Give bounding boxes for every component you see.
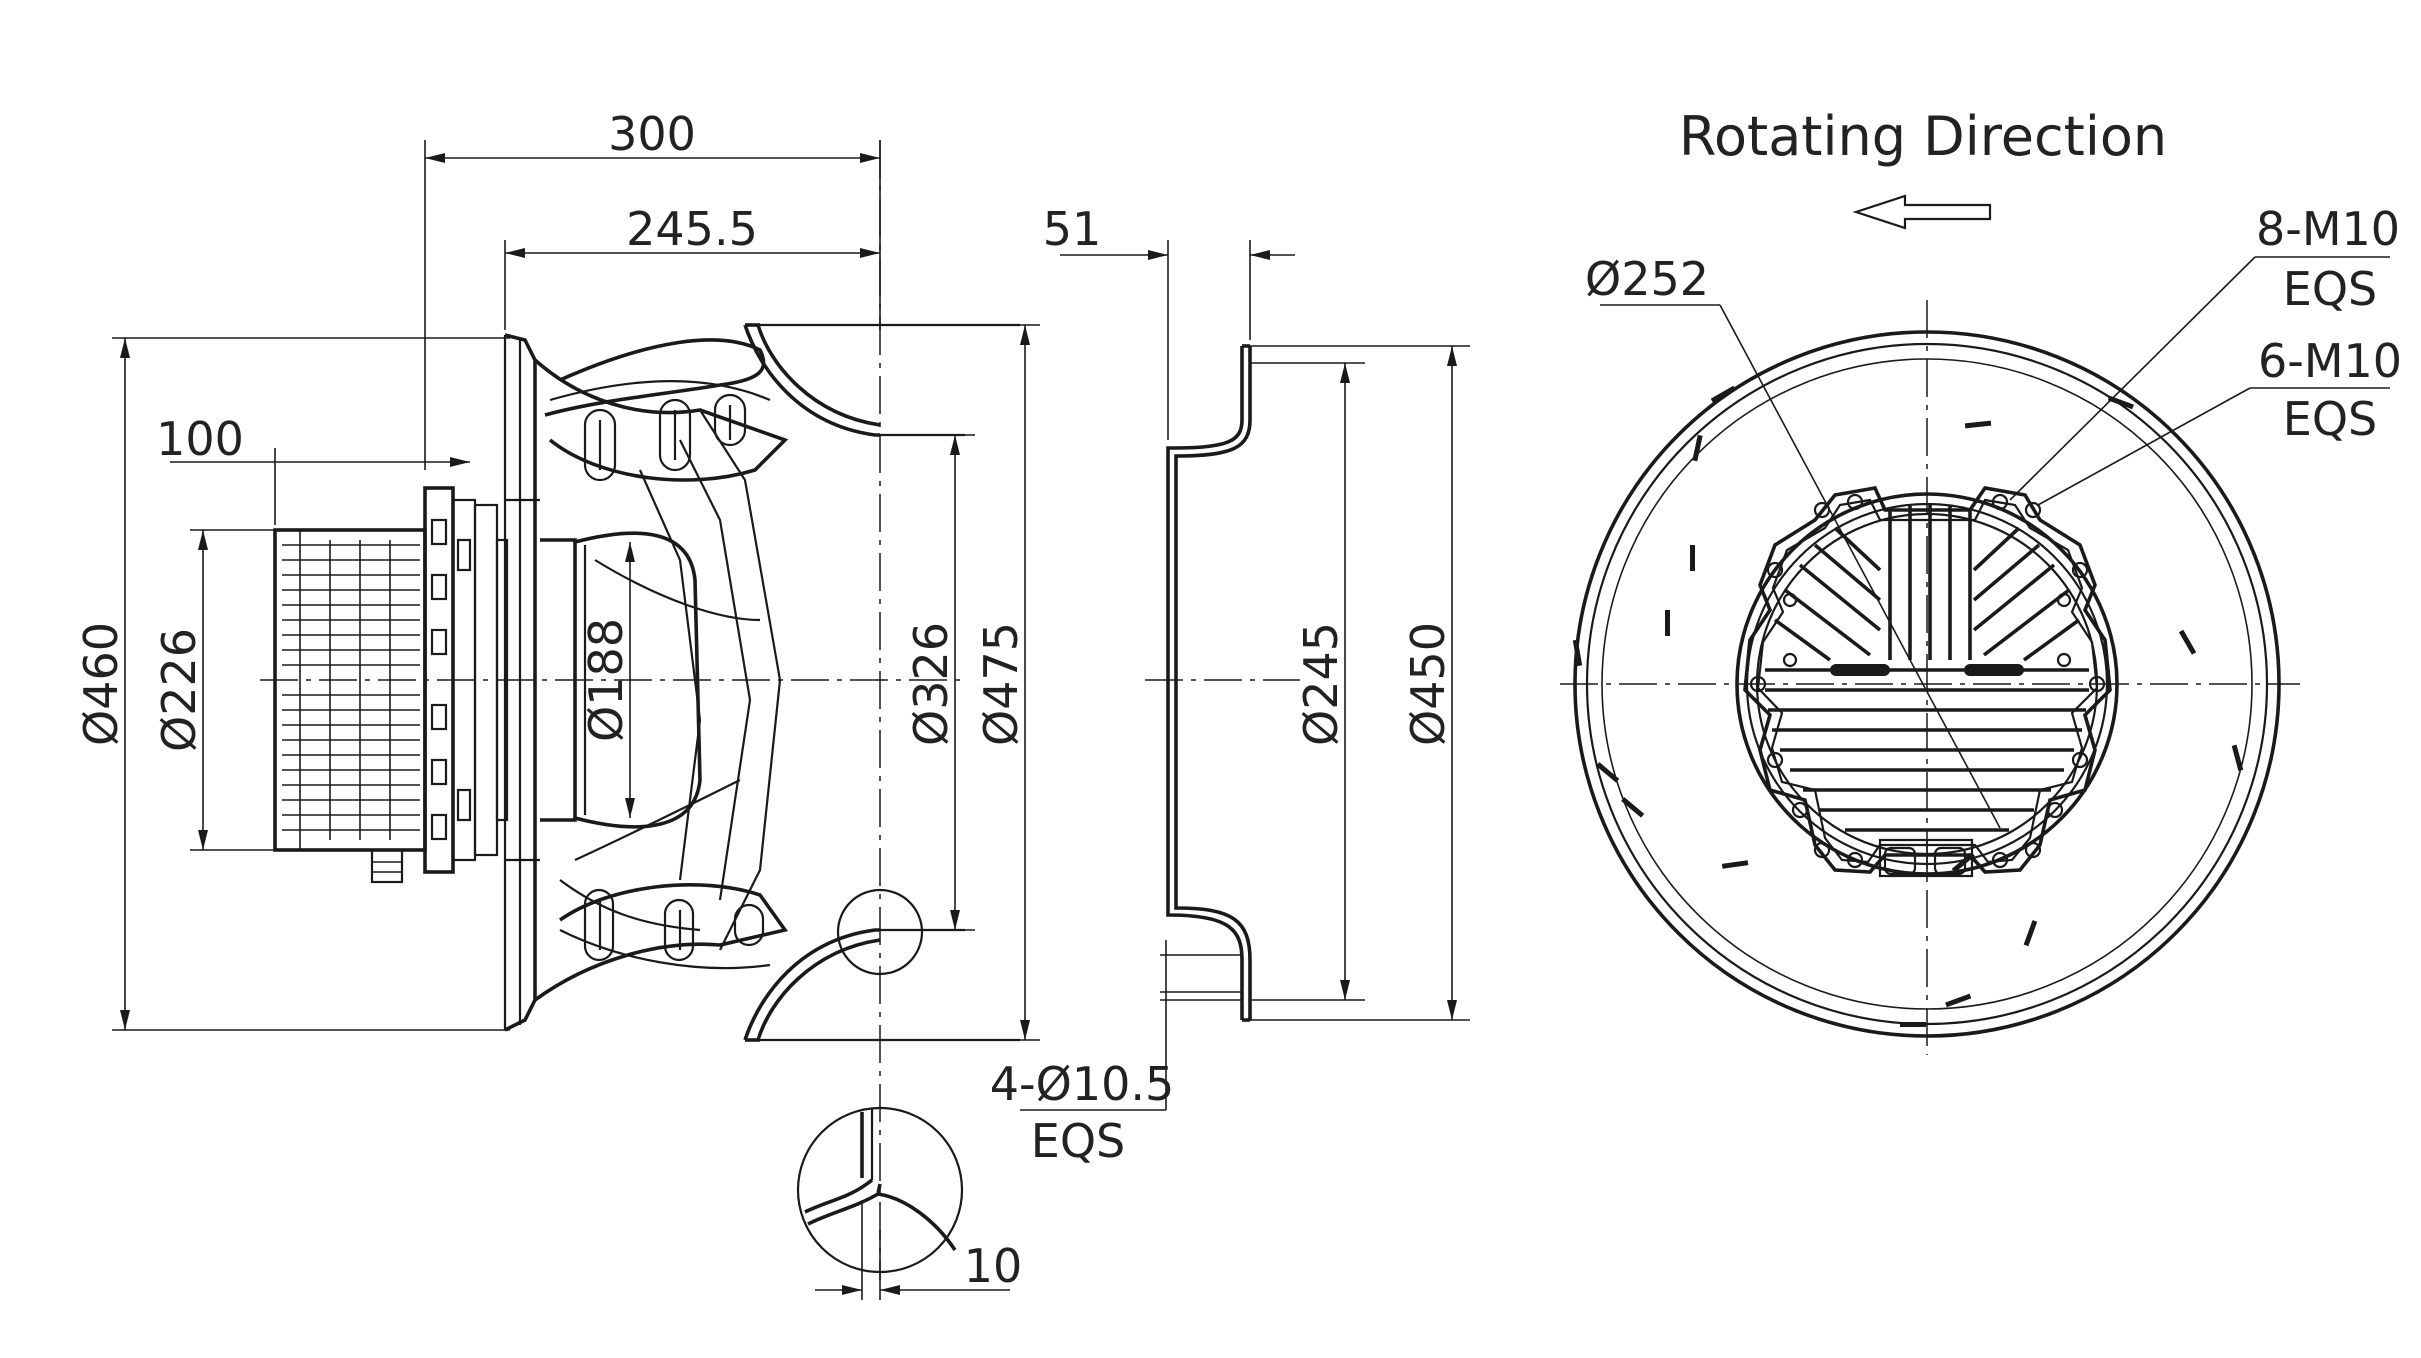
- detail-marker-circle: [836, 888, 924, 976]
- m10-8-count: 8-M10: [2256, 202, 2400, 256]
- dia-252: Ø252: [1585, 252, 1709, 306]
- front-view: Rotating Direction: [1560, 105, 2402, 1055]
- m10-8-eqs: EQS: [2283, 262, 2377, 316]
- dia-245: Ø245: [1294, 622, 1348, 746]
- dia-226: Ø226: [152, 628, 206, 752]
- dia-326: Ø326: [904, 622, 958, 746]
- holes-4-d10-5: 4-Ø10.5: [990, 1057, 1175, 1111]
- motor-rotor: [273, 528, 427, 884]
- outer-ring: [1573, 330, 2281, 1038]
- dim-51: 51: [1043, 202, 1102, 256]
- inlet-ring-view: 51 Ø245 Ø450 4-Ø10.5 EQS: [990, 202, 1470, 1168]
- dia-188: Ø188: [579, 618, 633, 742]
- dia-450: Ø450: [1401, 622, 1455, 746]
- dia-475: Ø475: [974, 622, 1028, 746]
- m10-6-eqs: EQS: [2283, 392, 2377, 446]
- dim-245-5: 245.5: [626, 202, 758, 256]
- holes-eqs: EQS: [1031, 1114, 1125, 1168]
- detail-view: 10: [796, 1106, 1023, 1300]
- bolt-holes: [1749, 493, 2106, 869]
- rotating-direction-label: Rotating Direction: [1679, 105, 2167, 168]
- dia-460: Ø460: [74, 622, 128, 746]
- impeller-backplate: [503, 333, 540, 1032]
- rotating-direction-arrow-icon: [1852, 194, 1992, 230]
- dim-300: 300: [608, 107, 696, 161]
- shroud-slots: [1572, 385, 2244, 1027]
- impeller-hub: [540, 531, 702, 829]
- dim-100: 100: [156, 412, 244, 466]
- side-view: 300 245.5 100 Ø460 Ø226 Ø188 Ø326 Ø475: [74, 107, 1040, 1300]
- impeller-blades-lower: [533, 559, 789, 1002]
- impeller-blades-upper: [533, 338, 789, 951]
- m10-6-count: 6-M10: [2258, 334, 2402, 388]
- junction-box: [1878, 838, 1974, 878]
- detail-dim-10: 10: [964, 1239, 1023, 1293]
- motor-grille: [1735, 492, 2119, 876]
- motor-flange: [423, 486, 509, 874]
